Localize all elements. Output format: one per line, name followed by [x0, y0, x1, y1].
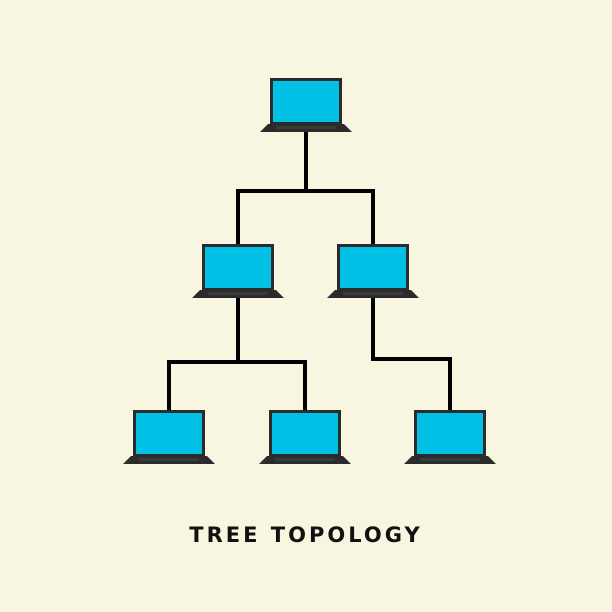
link-mid-left-leaf-2: [236, 298, 307, 412]
laptop-icon: [259, 410, 351, 464]
laptop-screen: [417, 413, 483, 454]
link-mid-right-leaf-3: [371, 298, 452, 412]
laptop-screen: [136, 413, 202, 454]
laptop-keyboard: [420, 458, 480, 461]
laptop-icon: [327, 244, 419, 298]
laptop-screen: [205, 247, 271, 288]
laptop-keyboard: [275, 458, 335, 461]
connections: [167, 132, 452, 412]
nodes: [123, 78, 496, 464]
laptop-screen: [273, 81, 339, 122]
laptop-keyboard: [276, 126, 336, 129]
laptop-screen: [340, 247, 406, 288]
laptop-icon: [260, 78, 352, 132]
laptop-screen: [272, 413, 338, 454]
laptop-keyboard: [343, 292, 403, 295]
diagram-title: TREE TOPOLOGY: [189, 523, 423, 547]
laptop-icon: [192, 244, 284, 298]
laptop-keyboard: [139, 458, 199, 461]
link-root-mid-right: [304, 132, 375, 246]
laptop-icon: [123, 410, 215, 464]
laptop-icon: [404, 410, 496, 464]
laptop-keyboard: [208, 292, 268, 295]
